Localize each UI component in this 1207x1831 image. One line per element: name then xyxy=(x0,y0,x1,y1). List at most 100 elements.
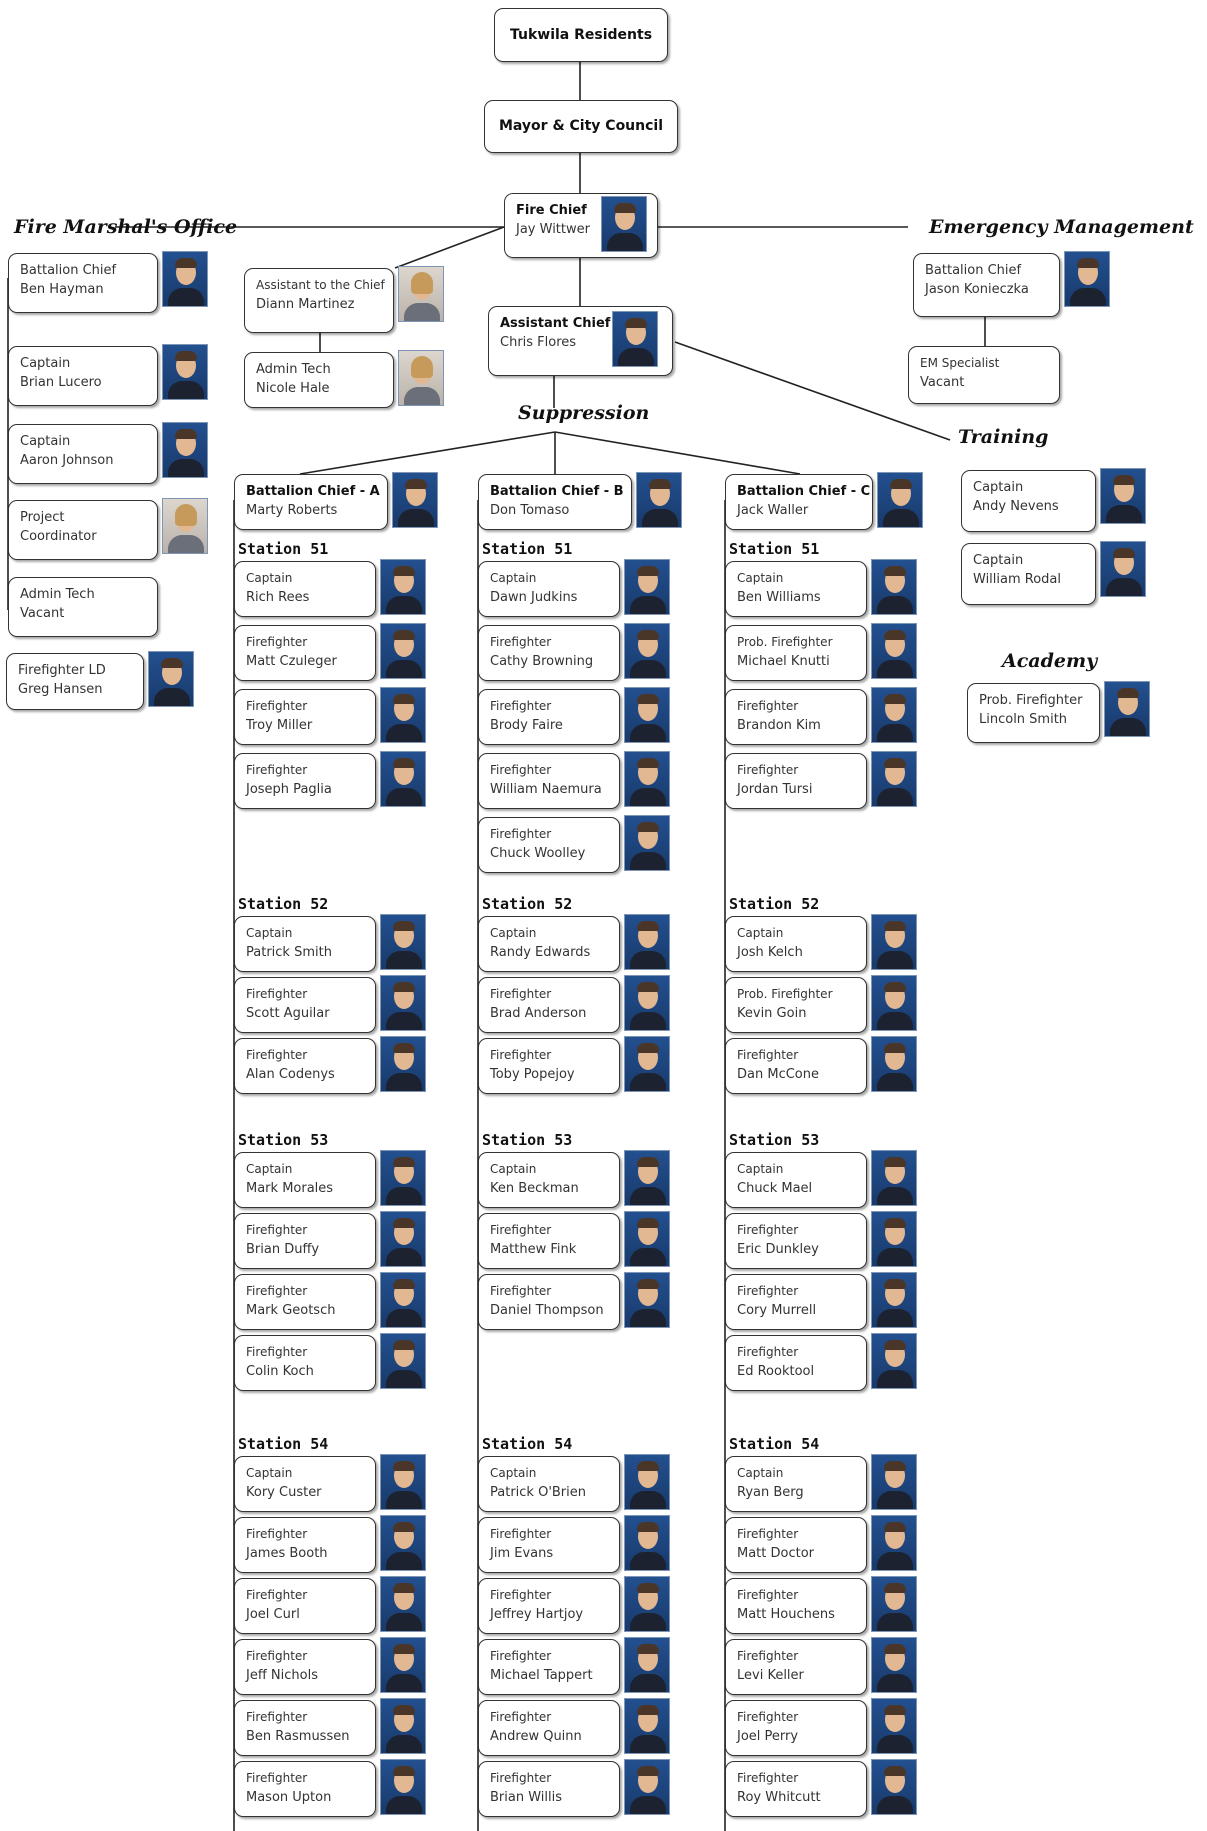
em-card-0-title: Battalion Chief xyxy=(925,263,1022,278)
member-card-2-1-2-name: Dan McCone xyxy=(737,1067,819,1082)
member-card-1-3-1-name: Jim Evans xyxy=(490,1546,554,1561)
assistant-chief-photo xyxy=(612,311,658,367)
photo-hair xyxy=(637,1461,659,1471)
assistant-to-chief-card-photo xyxy=(398,266,444,322)
member-card-0-3-3-photo xyxy=(380,1637,426,1693)
fire-marshal-card-5-name: Greg Hansen xyxy=(18,682,103,697)
member-card-2-2-1-name: Eric Dunkley xyxy=(737,1242,819,1257)
photo-uniform xyxy=(630,1796,666,1814)
photo-hair xyxy=(637,1157,659,1167)
member-card-2-3-5-title: Firefighter xyxy=(737,1771,799,1785)
council-box: Mayor & City Council xyxy=(484,100,678,153)
photo-hair xyxy=(884,566,906,576)
station-label-1-1: Station 52 xyxy=(482,895,573,913)
photo-uniform xyxy=(877,1309,913,1327)
member-card-2-0-1-name: Michael Knutti xyxy=(737,654,830,669)
section-suppression: Suppression xyxy=(518,402,650,424)
photo-hair xyxy=(393,1340,415,1350)
member-card-1-2-0-name: Ken Beckman xyxy=(490,1181,579,1196)
photo-uniform xyxy=(386,1613,422,1631)
member-card-1-1-2-title: Firefighter xyxy=(490,1048,552,1062)
member-card-0-1-2-title: Firefighter xyxy=(246,1048,308,1062)
member-card-1-0-0-name: Dawn Judkins xyxy=(490,590,578,605)
member-card-2-3-4-title: Firefighter xyxy=(737,1710,799,1724)
photo-uniform xyxy=(386,1735,422,1753)
member-card-1-0-3-photo xyxy=(624,751,670,807)
photo-uniform xyxy=(1106,505,1142,523)
member-card-2-2-2-photo xyxy=(871,1272,917,1328)
member-card-0-3-1-photo xyxy=(380,1515,426,1571)
fire-marshal-card-4-title: Admin Tech xyxy=(20,587,95,602)
member-card-0-0-0-photo xyxy=(380,559,426,615)
station-label-0-1: Station 52 xyxy=(238,895,329,913)
station-label-1-0: Station 51 xyxy=(482,540,573,558)
photo-hair xyxy=(884,1522,906,1532)
member-card-2-2-3-photo xyxy=(871,1333,917,1389)
member-card-1-2-0-title: Captain xyxy=(490,1162,537,1176)
member-card-0-3-1-title: Firefighter xyxy=(246,1527,308,1541)
member-card-0-2-2-title: Firefighter xyxy=(246,1284,308,1298)
member-card-0-0-2-name: Troy Miller xyxy=(246,718,313,733)
photo-uniform xyxy=(1106,578,1142,596)
member-card-0-0-1-title: Firefighter xyxy=(246,635,308,649)
photo-hair xyxy=(393,921,415,931)
member-card-2-3-3-name: Levi Keller xyxy=(737,1668,804,1683)
photo-uniform xyxy=(630,1248,666,1266)
fire-chief-card-name: Jay Wittwer xyxy=(516,222,590,237)
photo-hair xyxy=(393,1644,415,1654)
photo-uniform xyxy=(386,1491,422,1509)
member-card-0-2-1-title: Firefighter xyxy=(246,1223,308,1237)
member-card-1-3-2-name: Jeffrey Hartjoy xyxy=(490,1607,584,1622)
member-card-0-0-1-photo xyxy=(380,623,426,679)
member-card-1-2-2-photo xyxy=(624,1272,670,1328)
member-card-2-0-3-name: Jordan Tursi xyxy=(737,782,813,797)
photo-uniform xyxy=(386,951,422,969)
member-card-0-2-3-title: Firefighter xyxy=(246,1345,308,1359)
photo-hair xyxy=(393,1766,415,1776)
member-card-0-2-3-name: Colin Koch xyxy=(246,1364,314,1379)
station-label-2-2: Station 53 xyxy=(729,1131,820,1149)
member-card-1-0-1-title: Firefighter xyxy=(490,635,552,649)
station-label-2-0: Station 51 xyxy=(729,540,820,558)
training-card-0-name: Andy Nevens xyxy=(973,499,1059,514)
member-card-2-2-3-title: Firefighter xyxy=(737,1345,799,1359)
member-card-2-0-2-name: Brandon Kim xyxy=(737,718,821,733)
member-card-0-0-0-name: Rich Rees xyxy=(246,590,310,605)
photo-hair xyxy=(637,1218,659,1228)
photo-hair xyxy=(175,351,197,361)
photo-hair xyxy=(393,1705,415,1715)
photo-uniform xyxy=(883,509,919,527)
member-card-1-3-1-title: Firefighter xyxy=(490,1527,552,1541)
member-card-1-1-2-photo xyxy=(624,1036,670,1092)
assistant-chief-card-title: Assistant Chief xyxy=(500,316,611,331)
member-card-0-3-3-title: Firefighter xyxy=(246,1649,308,1663)
photo-hair xyxy=(884,1279,906,1289)
member-card-2-2-0-photo xyxy=(871,1150,917,1206)
photo-uniform xyxy=(630,1012,666,1030)
photo-uniform xyxy=(168,381,204,399)
member-card-0-2-2-photo xyxy=(380,1272,426,1328)
photo-hair xyxy=(393,630,415,640)
photo-uniform xyxy=(386,660,422,678)
member-card-2-0-1-photo xyxy=(871,623,917,679)
photo-uniform xyxy=(386,1552,422,1570)
member-card-1-0-1-photo xyxy=(624,623,670,679)
photo-uniform xyxy=(607,233,643,251)
member-card-1-3-3-name: Michael Tappert xyxy=(490,1668,593,1683)
photo-hair xyxy=(1077,258,1099,268)
photo-uniform xyxy=(386,1073,422,1091)
